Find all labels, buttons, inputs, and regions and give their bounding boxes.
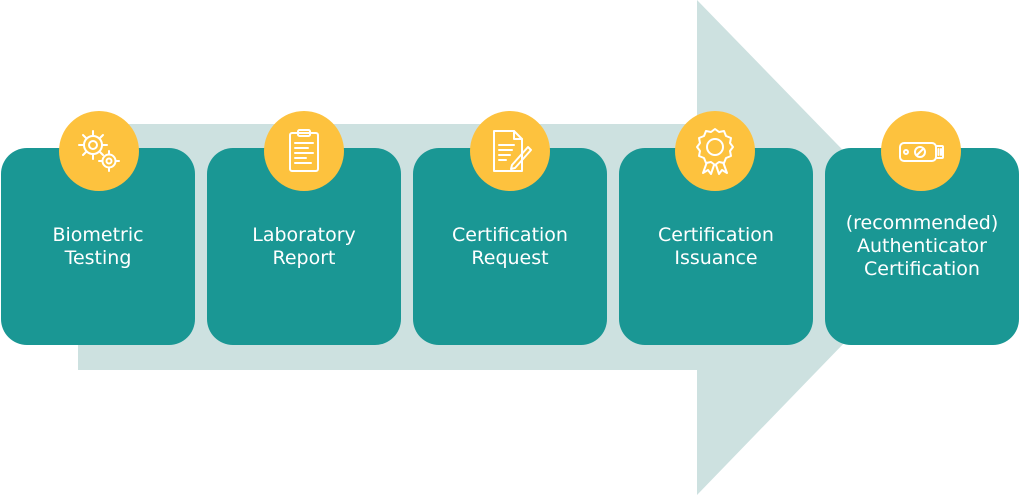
step-certification-request: Certification Request — [413, 148, 607, 345]
award-ribbon-icon — [675, 111, 755, 191]
step-label: (recommended) Authenticator Certificatio… — [845, 212, 999, 280]
gears-icon — [59, 111, 139, 191]
step-label: Certification Issuance — [658, 224, 774, 269]
clipboard-icon — [264, 111, 344, 191]
step-label: Certification Request — [452, 224, 568, 269]
document-pen-icon — [470, 111, 550, 191]
security-key-icon — [881, 111, 961, 191]
step-label: Biometric Testing — [52, 224, 144, 269]
step-label: Laboratory Report — [252, 224, 356, 269]
